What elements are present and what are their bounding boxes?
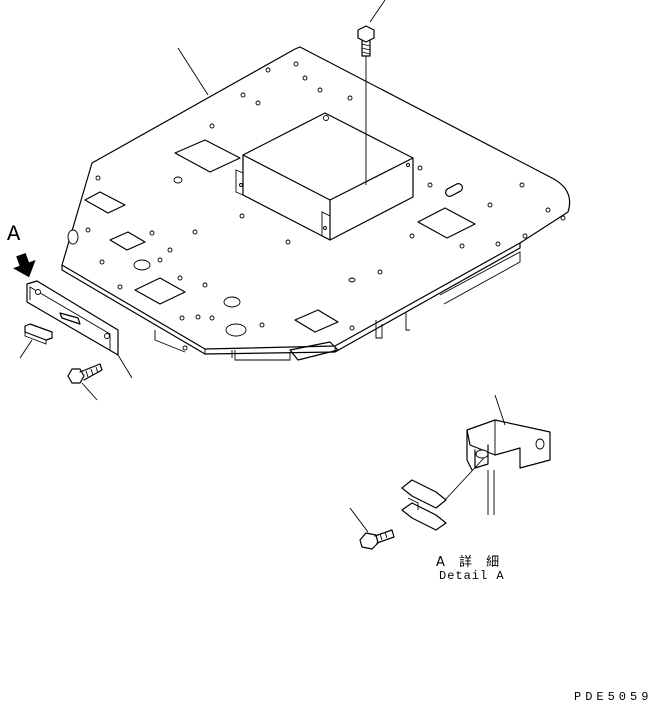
- floor-plate: [61, 46, 571, 361]
- detail-a-drawing: [349, 394, 551, 550]
- detail-title-english: Detail A: [439, 569, 505, 583]
- detail-title-japanese: A 詳 細: [436, 555, 505, 570]
- side-bracket: [26, 280, 133, 379]
- cover-box: [235, 112, 414, 241]
- top-bolt: [357, 0, 386, 185]
- view-arrow-a: [13, 253, 36, 278]
- plate-cutouts: [67, 139, 476, 337]
- left-clip: [19, 323, 53, 359]
- drawing-code: PDE5059: [574, 690, 652, 704]
- mounting-holes: [85, 61, 566, 351]
- left-bolt: [67, 363, 103, 401]
- view-marker-label: A: [7, 222, 21, 247]
- plate-leader: [177, 47, 209, 96]
